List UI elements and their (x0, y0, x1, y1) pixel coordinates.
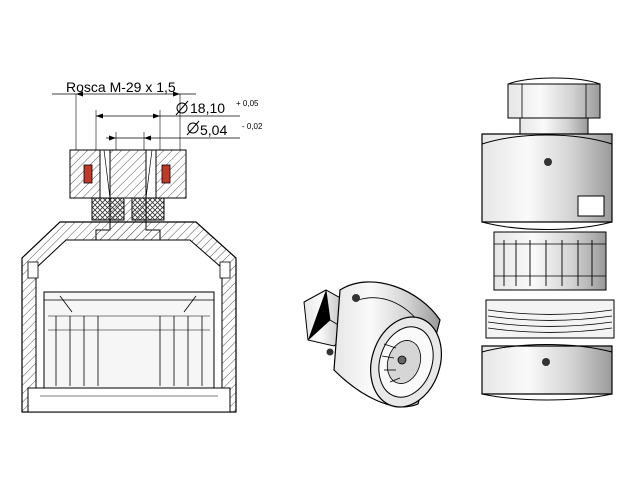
base-ring (27, 387, 231, 413)
inner-diameter-tolerance: - 0,02 (242, 122, 263, 131)
exploded-view (481, 77, 615, 401)
exploded-cap (481, 133, 613, 230)
exploded-threaded-sleeve (485, 299, 615, 339)
thread-dimension: Rosca M-29 x 1,5 (52, 79, 196, 150)
section-view: Rosca M-29 x 1,5 18,10 + 0,05 (21, 79, 263, 413)
pin-hole-icon (544, 158, 552, 166)
outer-diameter-value: 18,10 (190, 100, 225, 116)
exploded-base (481, 344, 613, 401)
inner-collet (43, 291, 215, 389)
diameter-symbol-icon (186, 120, 200, 136)
outer-diameter-tolerance: + 0,05 (236, 99, 259, 108)
outer-diameter-dimension: 18,10 + 0,05 (95, 99, 259, 150)
pin-hole-icon (326, 348, 334, 356)
exploded-hex-nut (507, 77, 601, 135)
seal-ring-right (161, 164, 171, 184)
cap-notch (577, 195, 605, 217)
iso-front-face (370, 316, 442, 408)
pin-hole-icon (352, 294, 360, 302)
inner-diameter-value: 5,04 (200, 122, 227, 138)
exploded-collet (493, 231, 607, 291)
inner-diameter-dimension: 5,04 - 0,02 (106, 120, 263, 150)
diameter-symbol-icon (175, 100, 189, 116)
thread-spec-label: Rosca M-29 x 1,5 (66, 79, 176, 95)
pin-hole-icon (542, 358, 550, 366)
seal-ring-left (83, 164, 93, 184)
isometric-view (303, 281, 442, 408)
